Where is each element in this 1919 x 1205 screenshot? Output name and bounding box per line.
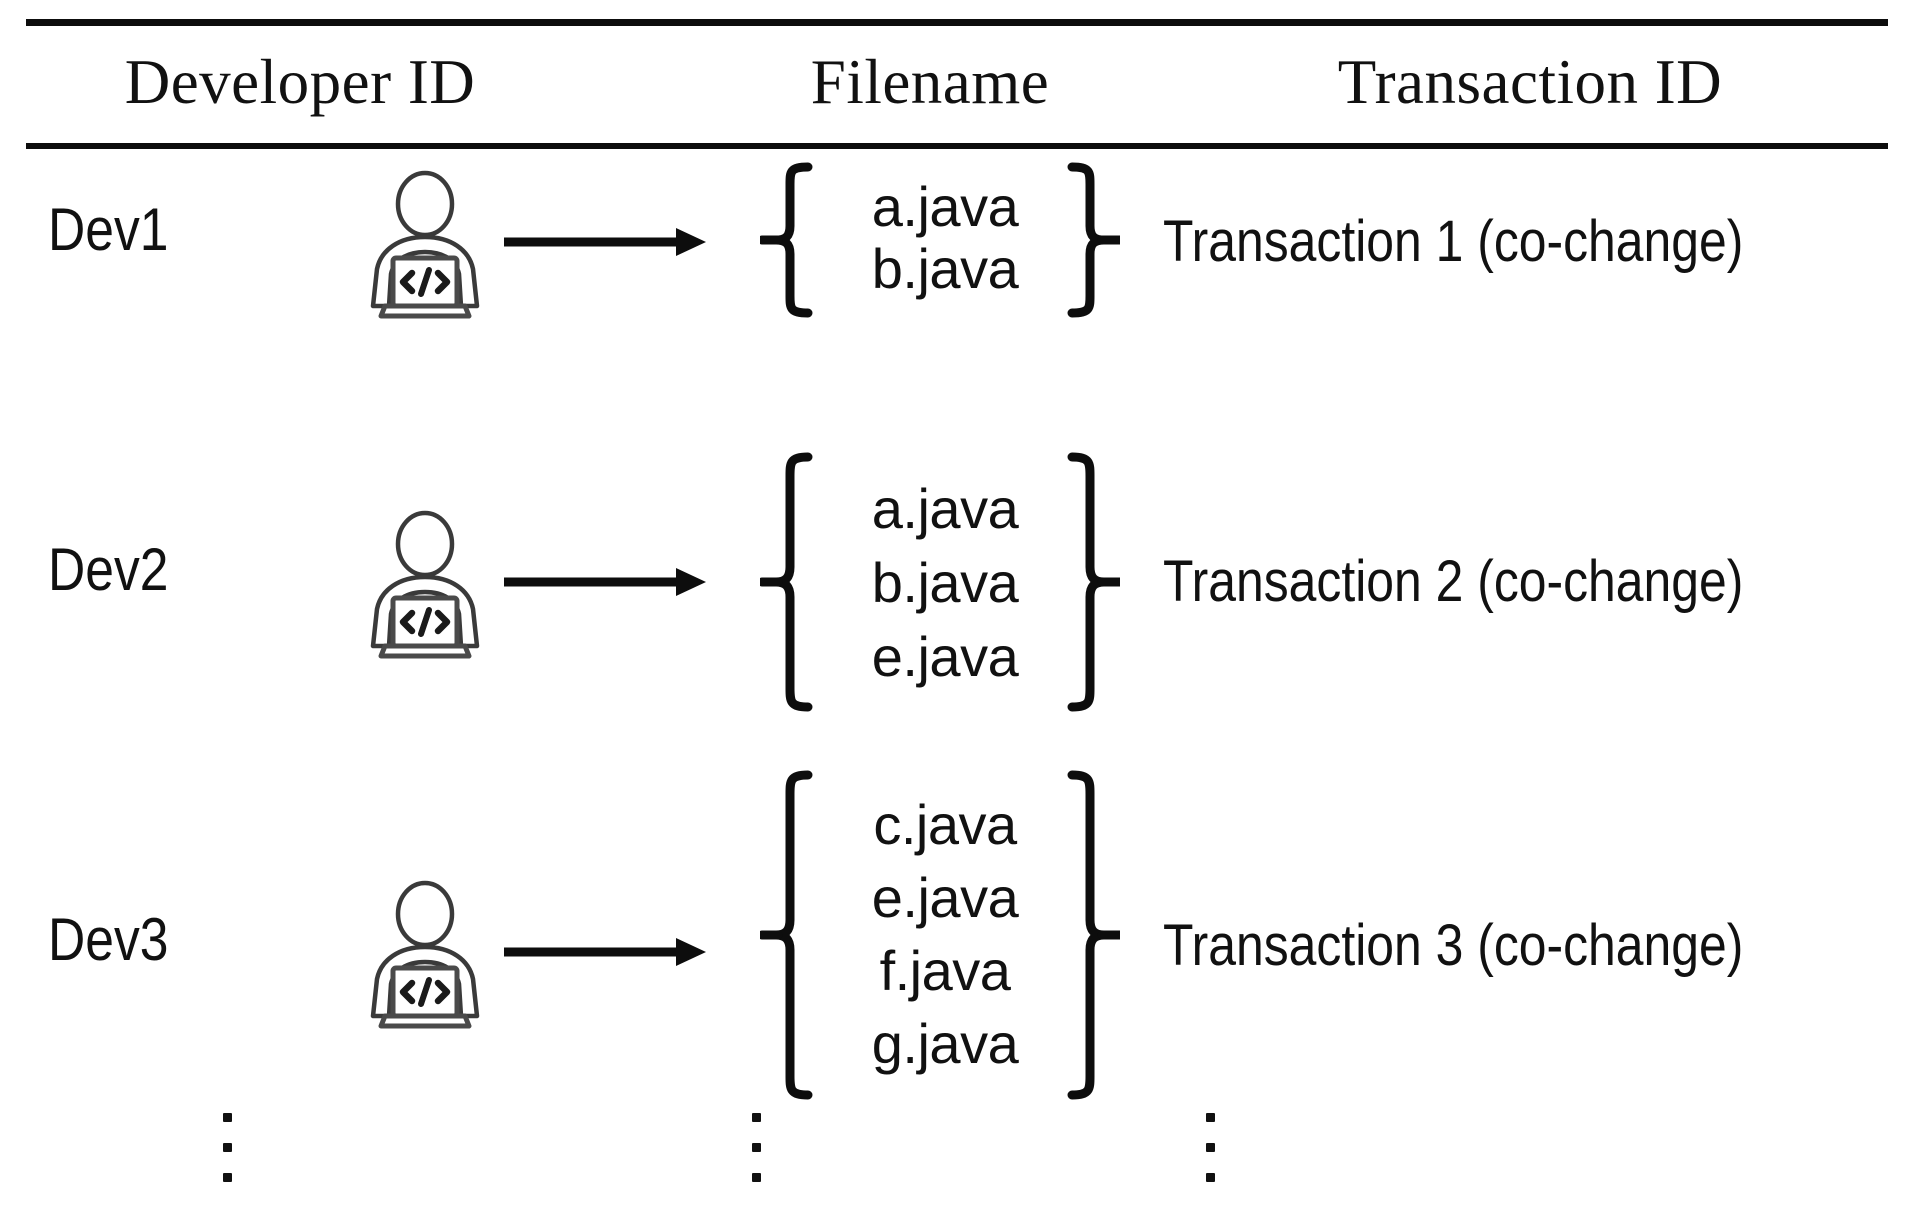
file-item: c.java xyxy=(873,793,1017,856)
file-item: g.java xyxy=(871,1012,1019,1075)
table-row: Dev1 xyxy=(0,160,1919,330)
transaction-id-label: Transaction 3 (co-change) xyxy=(1163,913,1744,978)
table-row: Dev2 xyxy=(0,440,1919,725)
column-header-developer-id: Developer ID xyxy=(124,47,476,117)
developer-laptop-code-icon xyxy=(355,170,495,320)
developer-column-ellipsis-icon xyxy=(216,1113,238,1182)
table-header-rule xyxy=(26,143,1888,149)
file-group-braces: c.java e.java f.java g.java xyxy=(760,768,1120,1103)
file-item: f.java xyxy=(879,939,1011,1002)
developer-id-label: Dev3 xyxy=(48,906,169,973)
developer-laptop-code-icon xyxy=(355,510,495,660)
developer-id-label: Dev2 xyxy=(48,536,169,603)
file-item: b.java xyxy=(871,551,1019,614)
file-item: a.java xyxy=(871,477,1019,540)
file-item: e.java xyxy=(871,866,1019,929)
column-header-filename: Filename xyxy=(810,47,1050,117)
file-item: a.java xyxy=(871,175,1019,238)
right-arrow-icon xyxy=(500,562,715,602)
developer-laptop-code-icon xyxy=(355,880,495,1030)
file-list: a.java b.java e.java xyxy=(820,472,1070,694)
right-arrow-icon xyxy=(500,222,715,262)
file-item: e.java xyxy=(871,625,1019,688)
file-group-braces: a.java b.java e.java xyxy=(760,450,1120,715)
transaction-id-label: Transaction 2 (co-change) xyxy=(1163,549,1744,614)
transaction-id-label: Transaction 1 (co-change) xyxy=(1163,209,1744,274)
file-group-braces: a.java b.java xyxy=(760,160,1120,320)
file-list: a.java b.java xyxy=(820,176,1070,300)
table-top-rule xyxy=(26,19,1888,26)
right-arrow-icon xyxy=(500,932,715,972)
column-header-transaction-id: Transaction ID xyxy=(1337,47,1723,117)
file-list: c.java e.java f.java g.java xyxy=(820,788,1070,1080)
developer-id-label: Dev1 xyxy=(48,196,169,263)
filename-column-ellipsis-icon xyxy=(745,1113,767,1182)
table-row: Dev3 xyxy=(0,760,1919,1110)
transaction-column-ellipsis-icon xyxy=(1199,1113,1221,1182)
file-item: b.java xyxy=(871,237,1019,300)
